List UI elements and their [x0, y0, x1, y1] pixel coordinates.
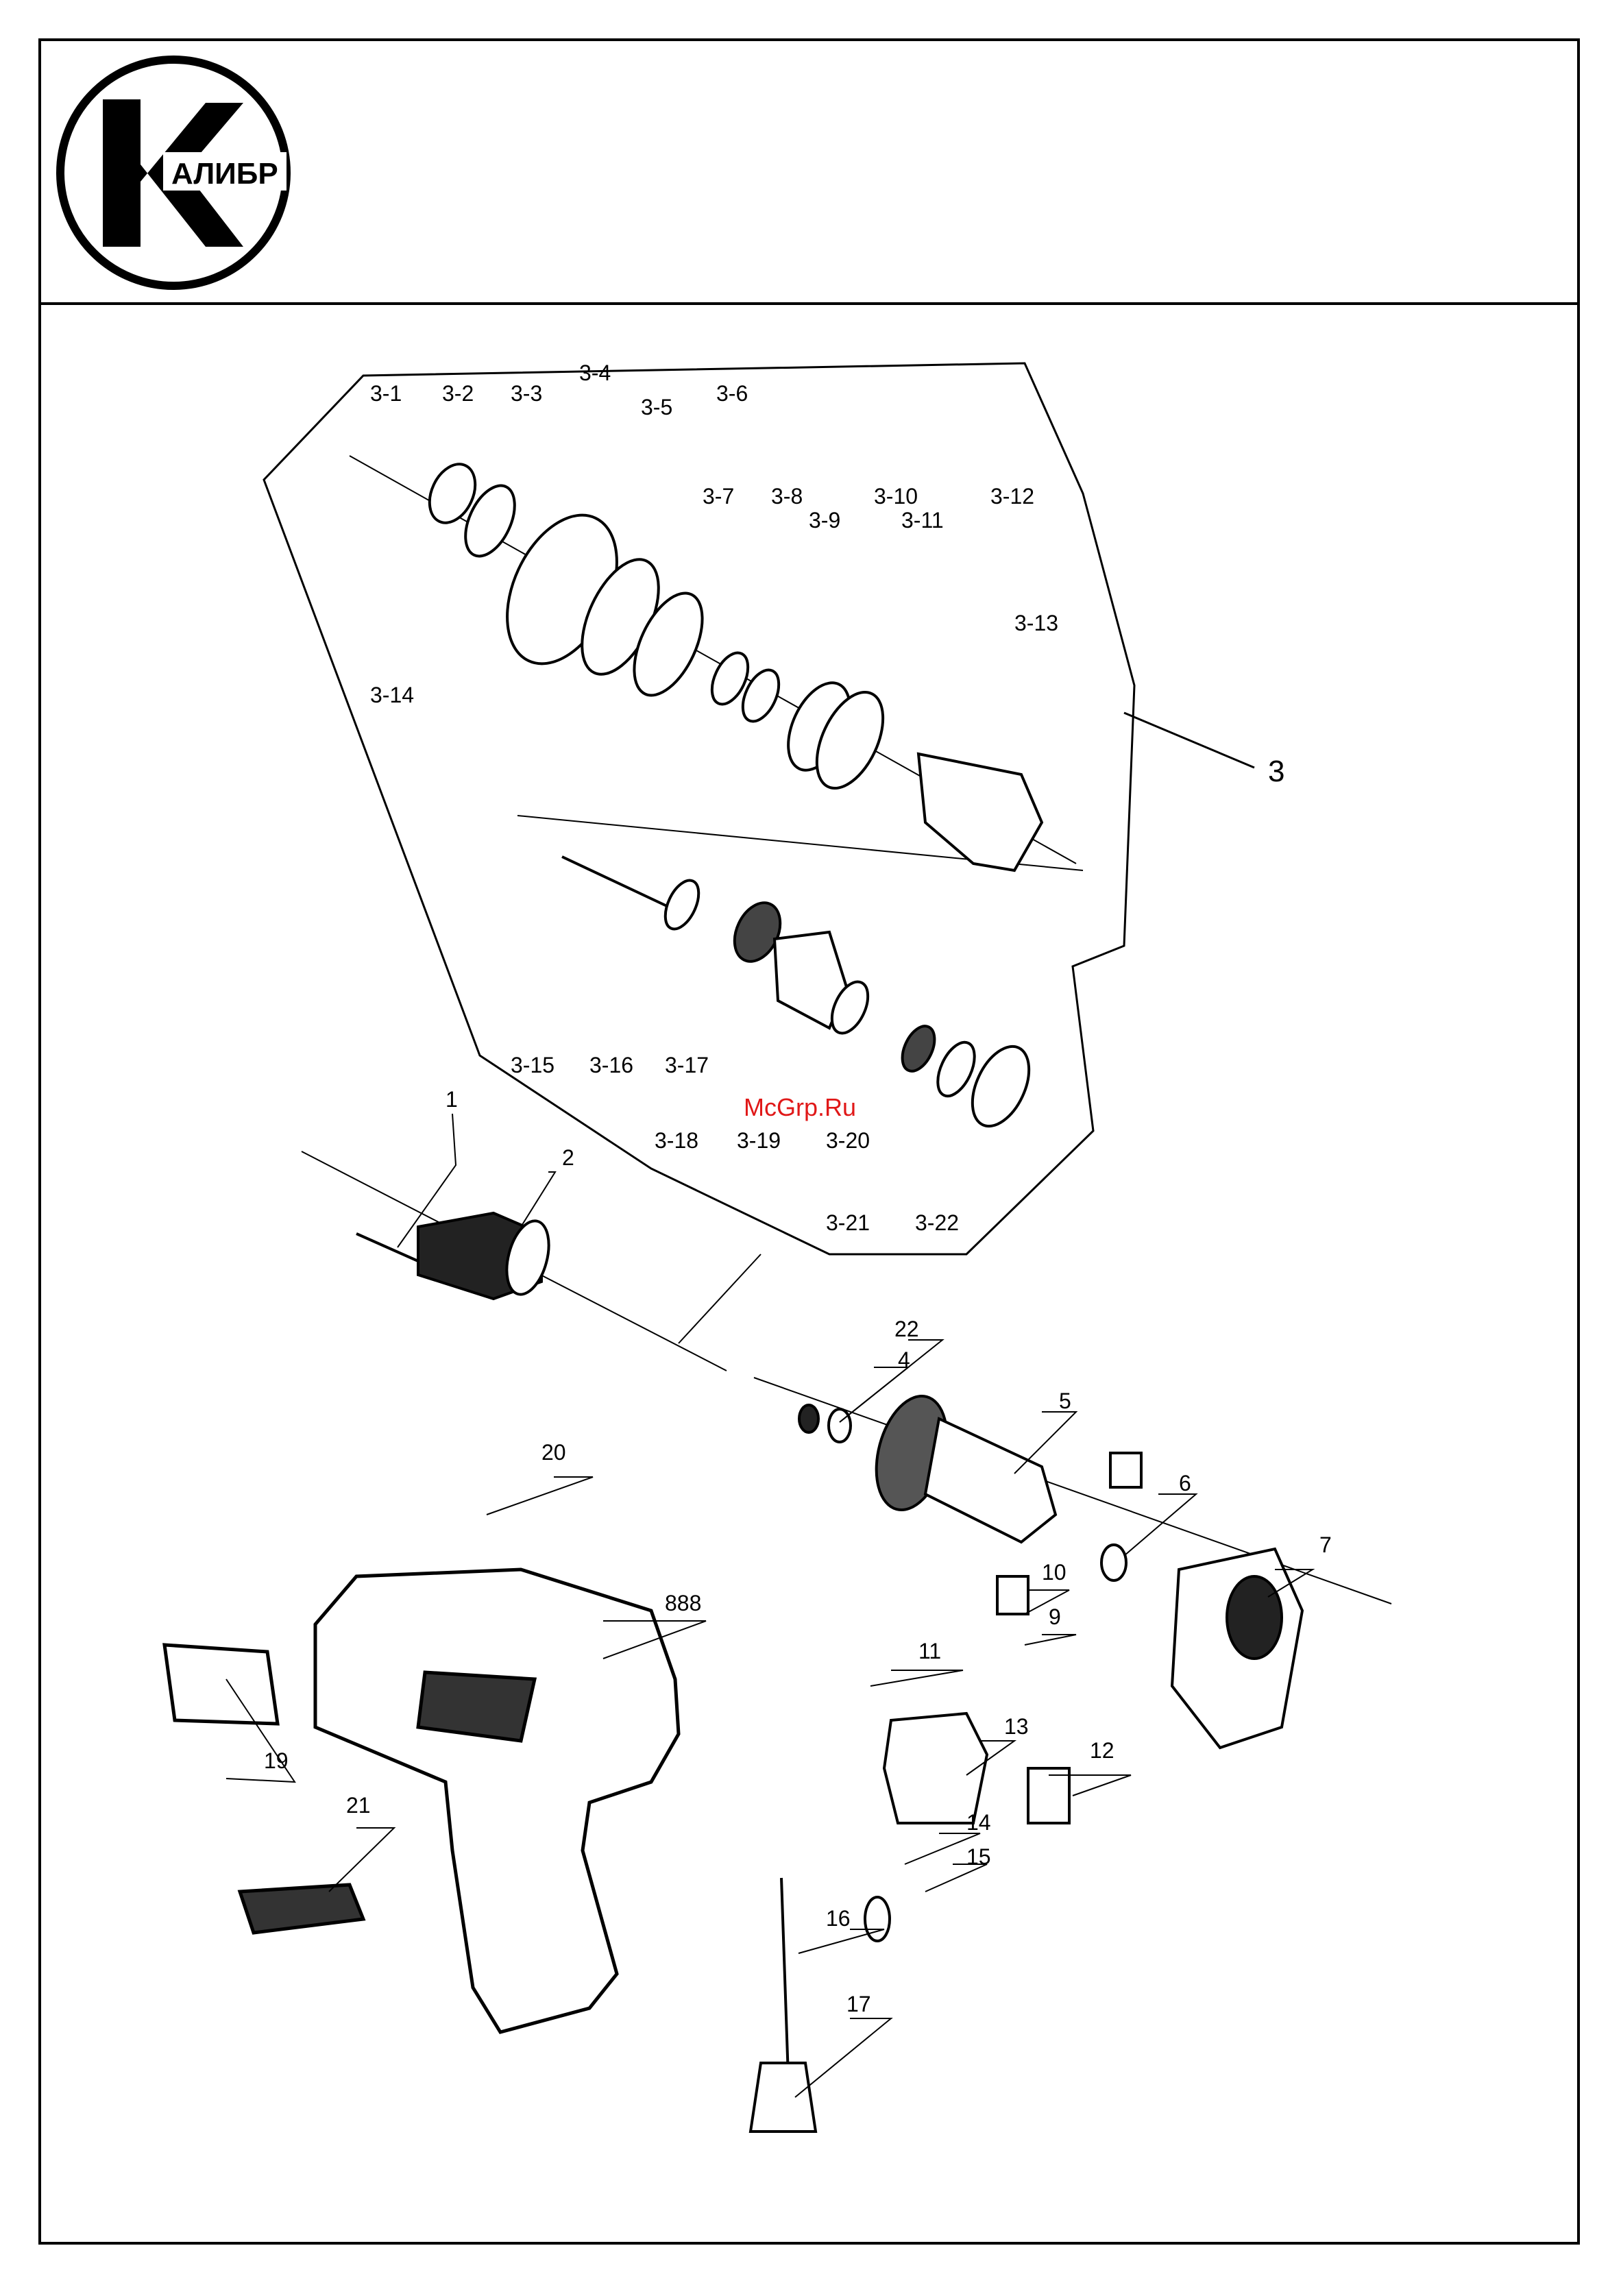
callout-3: 3 [1268, 755, 1284, 788]
callout-3-20: 3-20 [826, 1128, 870, 1153]
grip-21 [240, 1885, 363, 1933]
callout-3-8: 3-8 [771, 484, 803, 509]
bearing-4 [829, 1409, 851, 1442]
callout-3-4: 3-4 [579, 361, 611, 385]
callout-3-5: 3-5 [641, 395, 672, 419]
group-connector [679, 1254, 761, 1343]
drill-housing [164, 1570, 679, 2032]
spindle [562, 857, 679, 912]
callout-3-19: 3-19 [737, 1128, 781, 1153]
brush-holder [997, 1576, 1028, 1614]
callout-3-17: 3-17 [665, 1053, 709, 1077]
callout-5: 5 [1059, 1389, 1071, 1413]
callout-3-1: 3-1 [370, 381, 402, 406]
armature [925, 1419, 1056, 1542]
stator-winding [1227, 1576, 1282, 1659]
gear-housing [918, 754, 1042, 870]
callout-10: 10 [1042, 1560, 1067, 1585]
chuck-assembly [356, 1213, 556, 1299]
callout-17: 17 [846, 1992, 871, 2016]
callout-3-11: 3-11 [901, 508, 944, 533]
callout-3-21: 3-21 [826, 1210, 870, 1235]
callout-12: 12 [1090, 1738, 1114, 1763]
callout-19: 19 [264, 1748, 289, 1773]
callout-3-15: 3-15 [511, 1053, 554, 1077]
callout-6: 6 [1179, 1471, 1191, 1495]
bearing-22 [799, 1405, 818, 1432]
callout-14: 14 [966, 1810, 991, 1835]
leader-3 [1124, 713, 1254, 768]
callout-4: 4 [898, 1347, 910, 1372]
callout-21: 21 [346, 1793, 371, 1818]
label-plate-19 [164, 1645, 278, 1724]
capacitor [1028, 1768, 1069, 1823]
callout-22: 22 [894, 1317, 919, 1341]
callout-3-12: 3-12 [990, 484, 1034, 509]
gear-housing-parts [421, 457, 1042, 870]
callout-3-6: 3-6 [716, 381, 748, 406]
callout-3-16: 3-16 [589, 1053, 633, 1077]
callout-3-9: 3-9 [809, 508, 840, 533]
callout-16: 16 [826, 1906, 851, 1931]
power-cord [781, 1878, 788, 2077]
housing-vent [418, 1672, 535, 1741]
chuck-screw [356, 1234, 418, 1261]
callout-7: 7 [1319, 1532, 1332, 1557]
plug [751, 2063, 816, 2132]
callout-3-7: 3-7 [703, 484, 734, 509]
callout-888: 888 [665, 1591, 701, 1615]
callout-13: 13 [1004, 1714, 1029, 1739]
callout-2: 2 [562, 1145, 574, 1170]
callout-11: 11 [918, 1639, 941, 1663]
brush-holder-top [1110, 1453, 1141, 1487]
callout-15: 15 [966, 1844, 991, 1869]
callout-9: 9 [1049, 1604, 1061, 1629]
callout-3-13: 3-13 [1014, 611, 1058, 635]
bearing-6 [1101, 1545, 1126, 1580]
cord-clamp [865, 1897, 890, 1941]
callout-3-14: 3-14 [370, 683, 414, 707]
callout-20: 20 [541, 1440, 566, 1465]
watermark: McGrp.Ru [744, 1093, 856, 1121]
callout-3-2: 3-2 [442, 381, 474, 406]
callout-3-18: 3-18 [655, 1128, 698, 1153]
callout-3-3: 3-3 [511, 381, 542, 406]
callout-1: 1 [446, 1087, 458, 1112]
electrical-parts [751, 1713, 1069, 2132]
callout-3-10: 3-10 [874, 484, 918, 509]
kalibr-logo: АЛИБР [60, 60, 287, 286]
logo-text: АЛИБР [171, 157, 278, 191]
planet-carrier-2 [896, 1021, 941, 1076]
callout-3-22: 3-22 [915, 1210, 959, 1235]
switch [884, 1713, 987, 1823]
